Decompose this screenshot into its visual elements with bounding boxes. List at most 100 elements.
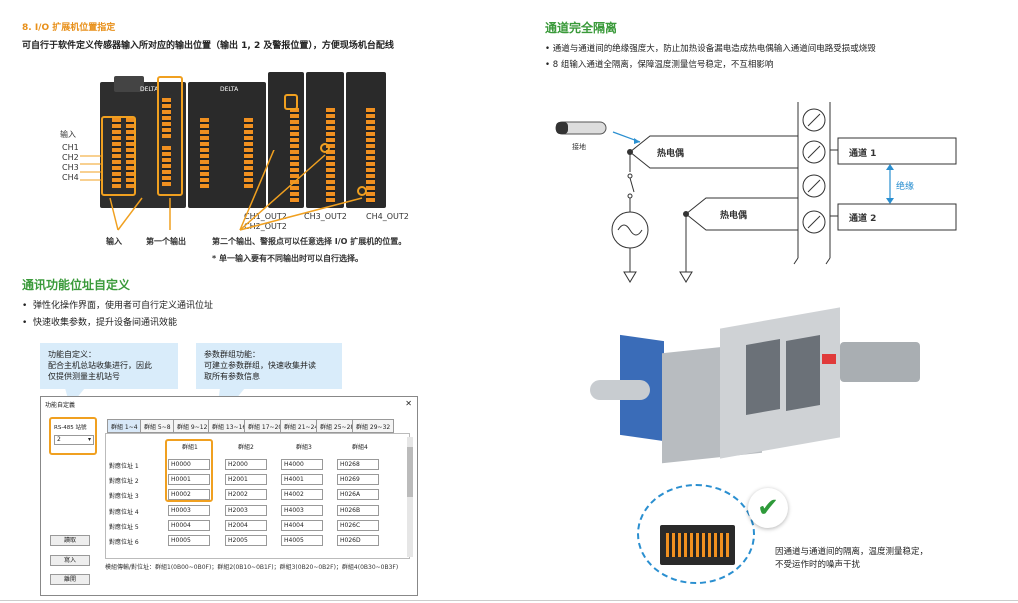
ch3-label: CH3 <box>62 163 79 172</box>
cell-r2-c4[interactable]: H0269 <box>337 474 379 485</box>
exit-button[interactable]: 離開 <box>50 574 90 585</box>
callout2-line2: 可建立参数群组，快速收集并读 <box>204 361 316 370</box>
ch4-out2-label: CH4_OUT2 <box>366 212 409 221</box>
col-group1: 群組1 <box>182 444 198 451</box>
iso-bullet-1: • 通道与通道间的绝缘强度大，防止加热设备漏电造成热电偶输入通道间电路受损或烧毁 <box>545 44 876 54</box>
callout-function-define: 功能自定义： 配合主机总站收集进行，因此 仅提供测量主机站号 <box>40 343 178 389</box>
tab-group-1-4[interactable]: 群組 1~4 <box>107 419 142 433</box>
cell-r3-c4[interactable]: H026A <box>337 489 379 500</box>
cell-r5-c3[interactable]: H4004 <box>281 520 323 531</box>
iso-bullet-2: • 8 组输入通道全隔离，保障温度测量信号稳定，不互相影响 <box>545 60 774 70</box>
rs485-box: RS-485 站號 2▾ <box>49 417 97 455</box>
row-label-3: 對應位址 3 <box>109 493 139 500</box>
cell-r5-c4[interactable]: H026C <box>337 520 379 531</box>
callout1-line3: 仅提供测量主机站号 <box>48 372 120 381</box>
machine-caption: 因通道与通道间的隔离，温度测量稳定， 不受运作时的噪声干扰 <box>775 546 928 572</box>
tab-group-9-12[interactable]: 群組 9~12 <box>173 419 212 433</box>
read-button[interactable]: 讀取 <box>50 535 90 546</box>
cell-r1-c4[interactable]: H0268 <box>337 459 379 470</box>
annotation-lines <box>80 150 363 231</box>
bottom-second-output-label: 第二个输出、警报点可以任意选择 I/O 扩展机的位置。 <box>212 237 407 246</box>
cell-r3-c1[interactable]: H0002 <box>168 489 210 500</box>
row-label-6: 對應位址 6 <box>109 539 139 546</box>
channel-list: CH1 CH2 CH3 CH4 <box>62 143 79 183</box>
machine-caption-line2: 不受运作时的噪声干扰 <box>775 560 861 570</box>
rs485-value: 2 <box>57 436 61 443</box>
check-icon: ✔ <box>748 488 788 528</box>
callout1-line2: 配合主机总站收集进行，因此 <box>48 361 152 370</box>
cell-r2-c3[interactable]: H4001 <box>281 474 323 485</box>
thermocouple-2-label: 热电偶 <box>720 211 748 221</box>
cell-r6-c2[interactable]: H2005 <box>225 535 267 546</box>
row-label-4: 對應位址 4 <box>109 509 139 516</box>
cell-r3-c2[interactable]: H2002 <box>225 489 267 500</box>
rs485-label: RS-485 站號 <box>54 425 87 431</box>
iso-bullet-1-text: 通道与通道间的绝缘强度大，防止加热设备漏电造成热电偶输入通道间电路受损或烧毁 <box>552 44 876 54</box>
isolation-label: 绝缘 <box>896 182 915 192</box>
cell-r3-c3[interactable]: H4002 <box>281 489 323 500</box>
comm-bullet-2: • 快速收集参数，提升设备间通讯效能 <box>22 318 178 328</box>
ground-label: 接地 <box>572 143 586 151</box>
cell-r4-c4[interactable]: H026B <box>337 505 379 516</box>
cell-r4-c2[interactable]: H2003 <box>225 505 267 516</box>
rs485-select[interactable]: 2▾ <box>54 435 94 445</box>
controller-image: DELTA DELTA <box>100 68 395 208</box>
cell-r5-c1[interactable]: H0004 <box>168 520 210 531</box>
isolation-circuit-diagram <box>555 102 957 283</box>
dialog-title: 功能自定義 <box>45 402 76 409</box>
callout1-line1: 功能自定义： <box>48 350 96 359</box>
cell-r1-c1[interactable]: H0000 <box>168 459 210 470</box>
bottom-note: * 单一输入要有不同输出时可以自行选择。 <box>212 254 363 263</box>
cell-r6-c1[interactable]: H0005 <box>168 535 210 546</box>
row-label-2: 對應位址 2 <box>109 478 139 485</box>
bottom-input-label: 输入 <box>106 237 122 246</box>
chevron-down-icon: ▾ <box>87 436 91 443</box>
cell-r2-c2[interactable]: H2001 <box>225 474 267 485</box>
row-label-1: 對應位址 1 <box>109 463 139 470</box>
highlight-first-output <box>157 76 183 196</box>
dialog-footer: 模組傳輸/對位址：群組1(0B00~0B0F)；群組2(0B10~0B1F)；群… <box>105 564 399 571</box>
thermocouple-1-label: 热电偶 <box>657 149 685 159</box>
injection-machine-image <box>590 307 950 478</box>
out-labels-1: CH1_OUT2 CH2_OUT2 <box>244 212 287 232</box>
ch2-label: CH2 <box>62 153 79 162</box>
tab-group-29-32[interactable]: 群組 29~32 <box>352 419 395 433</box>
ch4-label: CH4 <box>62 173 79 182</box>
cell-r6-c3[interactable]: H4005 <box>281 535 323 546</box>
col-group4: 群組4 <box>352 444 368 451</box>
ch1-label: CH1 <box>62 143 79 152</box>
ch3-out2-label: CH3_OUT2 <box>304 212 347 221</box>
cell-r1-c2[interactable]: H2000 <box>225 459 267 470</box>
ch2-out2-label: CH2_OUT2 <box>244 222 287 231</box>
cell-r5-c2[interactable]: H2004 <box>225 520 267 531</box>
function-define-dialog: 功能自定義 ✕ RS-485 站號 2▾ 群組 1~4 群組 5~8 群組 9~… <box>40 396 418 596</box>
write-button[interactable]: 寫入 <box>50 555 90 566</box>
cell-r4-c3[interactable]: H4003 <box>281 505 323 516</box>
cell-r6-c4[interactable]: H026D <box>337 535 379 546</box>
col-group3: 群組3 <box>296 444 312 451</box>
channel-2-label: 通道 2 <box>849 214 877 224</box>
highlight-group1-col <box>165 439 213 502</box>
brand-logo-2: DELTA <box>220 86 239 93</box>
callout-param-group: 参数群组功能： 可建立参数群组，快速收集并读 取所有参数信息 <box>196 343 342 389</box>
col-group2: 群組2 <box>238 444 254 451</box>
cell-r4-c1[interactable]: H0003 <box>168 505 210 516</box>
highlight-out-mod2 <box>320 143 330 153</box>
comm-bullet-2-text: 快速收集参数，提升设备间通讯效能 <box>33 318 178 328</box>
input-label: 输入 <box>60 130 76 139</box>
cell-r1-c3[interactable]: H4000 <box>281 459 323 470</box>
panel-scrollbar[interactable] <box>407 437 413 557</box>
comm-title: 通讯功能位址自定义 <box>22 278 131 292</box>
row-label-5: 對應位址 5 <box>109 524 139 531</box>
zoom-module-image <box>660 525 735 565</box>
iso-title: 通道完全隔离 <box>545 21 618 35</box>
tab-group-5-8[interactable]: 群組 5~8 <box>140 419 175 433</box>
callout2-line1: 参数群组功能： <box>204 350 260 359</box>
tab-group-25-28[interactable]: 群組 25~28 <box>316 419 359 433</box>
dialog-close-button[interactable]: ✕ <box>405 399 412 408</box>
highlight-out-mod3 <box>357 186 367 196</box>
cell-r2-c1[interactable]: H0001 <box>168 474 210 485</box>
comm-bullet-1: • 弹性化操作界面，使用者可自行定义通讯位址 <box>22 301 214 311</box>
iso-bullet-2-text: 8 组输入通道全隔离，保障温度测量信号稳定，不互相影响 <box>552 60 774 70</box>
machine-caption-line1: 因通道与通道间的隔离，温度测量稳定， <box>775 547 929 557</box>
